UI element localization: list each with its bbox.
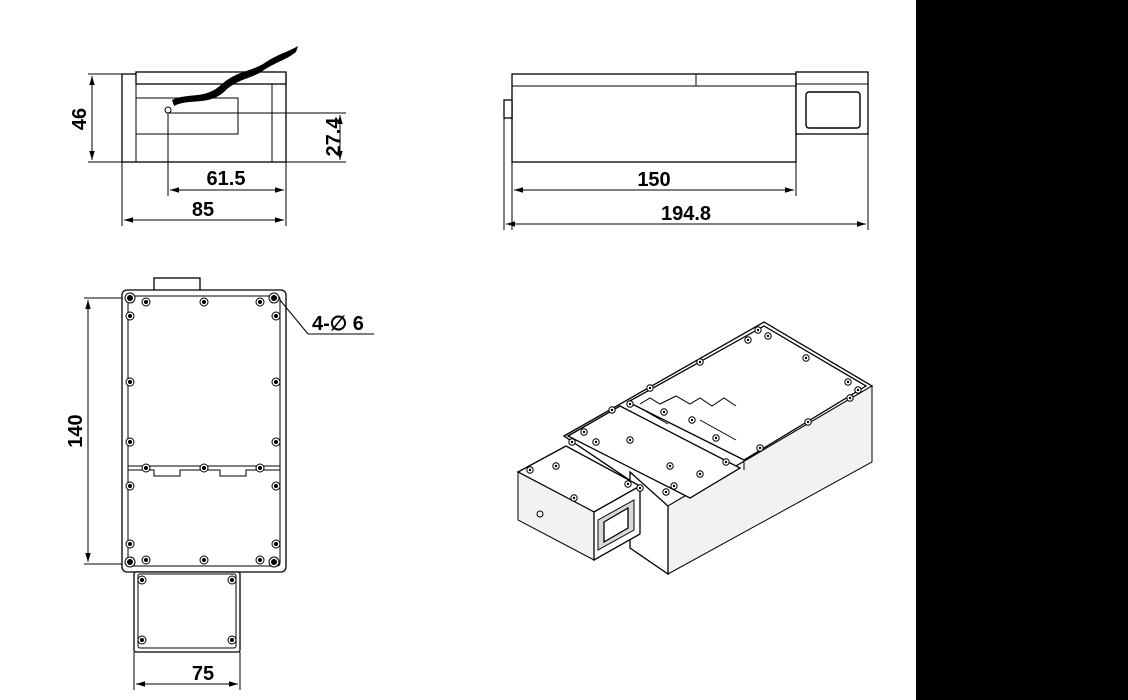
corner-hole-icon-center — [271, 559, 277, 565]
holes-leader — [279, 299, 309, 335]
iso-side-hole — [536, 510, 544, 518]
screw-icon-center — [698, 360, 702, 364]
screw-icon-center — [638, 486, 642, 490]
isometric-view — [516, 321, 874, 576]
screw-icon-center — [570, 440, 574, 444]
screw-icon-center — [528, 468, 532, 472]
dim-label-194-8: 194.8 — [661, 203, 711, 225]
screw-icon-center — [258, 466, 262, 470]
screw-icon-center — [664, 490, 668, 494]
screw-icon-center — [128, 542, 132, 546]
top-screws — [125, 297, 281, 645]
top-flange — [133, 571, 241, 653]
screw-icon-center — [766, 334, 770, 338]
dim-label-46: 46 — [69, 108, 91, 130]
screw-icon-center — [628, 402, 632, 406]
screw-icon-center — [758, 446, 762, 450]
screw-icon-center — [128, 380, 132, 384]
screw-icon-center — [572, 496, 576, 500]
screw-icon-center — [724, 460, 728, 464]
screw-icon-center — [274, 484, 278, 488]
screw-icon-center — [698, 472, 702, 476]
screw-icon-center — [746, 338, 750, 342]
screw-icon-center — [140, 638, 144, 642]
corner-hole-icon-center — [127, 295, 133, 301]
screw-icon-center — [202, 558, 206, 562]
screw-icon-center — [144, 466, 148, 470]
screw-icon-center — [202, 300, 206, 304]
dim-label-85: 85 — [192, 199, 214, 221]
screw-icon-center — [202, 466, 206, 470]
iso-screws — [526, 326, 862, 502]
dim-label-61-5: 61.5 — [207, 168, 246, 190]
screw-icon-center — [806, 420, 810, 424]
screw-icon-center — [128, 484, 132, 488]
screw-icon-center — [582, 430, 586, 434]
screw-icon-center — [144, 300, 148, 304]
screw-icon-center — [672, 484, 676, 488]
side-connector — [795, 71, 869, 135]
screw-icon-center — [128, 440, 132, 444]
side-view: 150 194.8 — [503, 71, 869, 230]
screw-icon-center — [856, 388, 860, 392]
side-stub — [503, 99, 513, 119]
screw-icon-center — [690, 418, 694, 422]
screw-icon-center — [648, 386, 652, 390]
corner-holes — [124, 292, 280, 568]
technical-drawing: 46 27.4 61.5 85 150 194.8 — [65, 46, 874, 690]
screw-icon-center — [274, 380, 278, 384]
screw-icon-center — [714, 436, 718, 440]
top-view: 4-∅ 6 140 75 — [65, 277, 374, 690]
screw-icon-center — [258, 300, 262, 304]
side-body — [511, 73, 797, 163]
corner-hole-icon-center — [127, 559, 133, 565]
corner-hole-icon-center — [271, 295, 277, 301]
screw-icon-center — [756, 328, 760, 332]
screw-icon-center — [230, 638, 234, 642]
screw-icon-center — [274, 542, 278, 546]
screw-icon-center — [128, 314, 132, 318]
screw-icon-center — [804, 356, 808, 360]
screw-icon-center — [554, 464, 558, 468]
screw-icon-center — [848, 396, 852, 400]
top-body — [121, 289, 287, 573]
screw-icon-center — [846, 380, 850, 384]
screw-icon-center — [610, 408, 614, 412]
screw-icon-center — [140, 578, 144, 582]
screw-icon-center — [274, 440, 278, 444]
screw-icon-center — [230, 578, 234, 582]
screw-icon-center — [594, 440, 598, 444]
screw-icon-center — [662, 410, 666, 414]
front-body — [121, 73, 287, 163]
dim-label-140: 140 — [65, 414, 87, 447]
screw-icon-center — [274, 314, 278, 318]
side-connector-window — [805, 91, 861, 129]
front-lid — [135, 71, 287, 85]
screw-icon-center — [628, 438, 632, 442]
break-line-mark — [172, 46, 298, 106]
screw-icon-center — [144, 558, 148, 562]
screw-icon-center — [668, 464, 672, 468]
side-black-bar — [916, 0, 1128, 700]
dim-label-holes: 4-∅ 6 — [312, 313, 364, 335]
screw-icon-center — [626, 482, 630, 486]
dim-label-27-4: 27.4 — [323, 117, 345, 157]
screw-icon-center — [258, 558, 262, 562]
dim-label-75: 75 — [192, 663, 214, 685]
front-view: 46 27.4 61.5 85 — [69, 46, 346, 226]
dim-label-150: 150 — [637, 169, 670, 191]
